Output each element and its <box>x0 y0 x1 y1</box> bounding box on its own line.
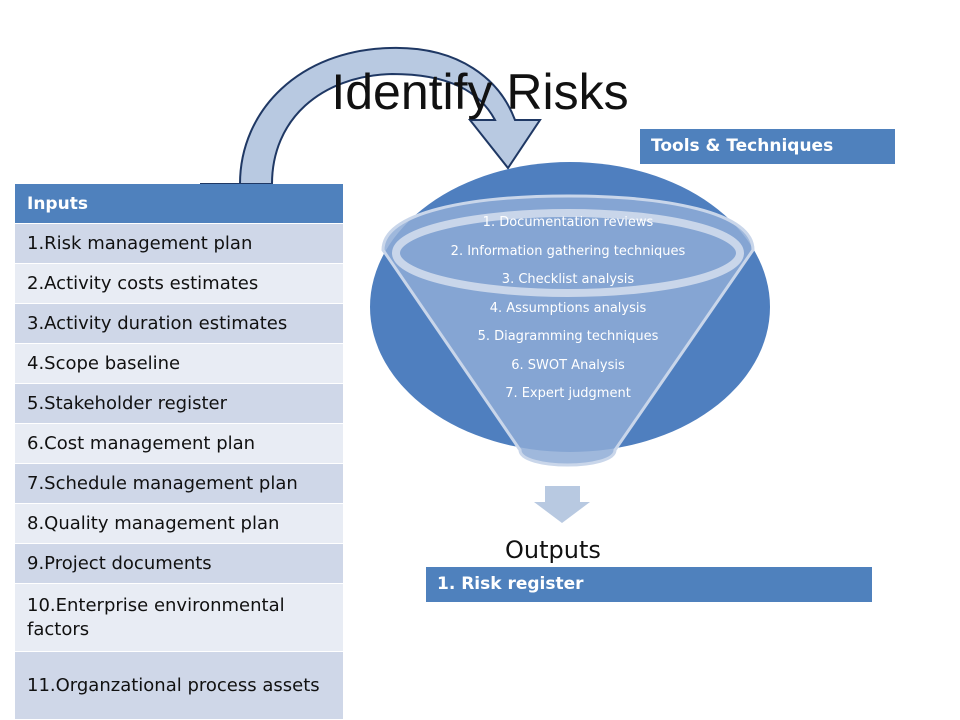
outputs-label: Outputs <box>505 536 601 564</box>
tools-header: Tools & Techniques <box>640 129 895 164</box>
input-item: 2.Activity costs estimates <box>15 263 343 304</box>
inputs-table: Inputs 1.Risk management plan 2.Activity… <box>15 184 343 720</box>
techniques-list: 1. Documentation reviews 2. Information … <box>378 209 758 409</box>
input-item: 8.Quality management plan <box>15 503 343 544</box>
input-row: 4.Scope baseline <box>15 343 343 384</box>
input-row: 11.Organzational process assets <box>15 651 343 720</box>
input-row: 1.Risk management plan <box>15 223 343 264</box>
technique-item: 6. SWOT Analysis <box>511 357 625 373</box>
technique-item: 1. Documentation reviews <box>482 215 654 230</box>
input-row: 2.Activity costs estimates <box>15 263 343 304</box>
output-item: 1. Risk register <box>426 567 872 602</box>
page-title: Identify Risks <box>331 64 629 120</box>
input-row: 10.Enterprise environmental factors <box>15 583 343 652</box>
input-item: 11.Organzational process assets <box>15 651 343 720</box>
input-row: 8.Quality management plan <box>15 503 343 544</box>
input-row: 6.Cost management plan <box>15 423 343 464</box>
input-item: 9.Project documents <box>15 543 343 584</box>
input-row: 5.Stakeholder register <box>15 383 343 424</box>
input-row: 9.Project documents <box>15 543 343 584</box>
technique-item: 7. Expert judgment <box>505 386 631 401</box>
input-row: 3.Activity duration estimates <box>15 303 343 344</box>
funnel-shape <box>381 194 755 467</box>
technique-item: 5. Diagramming techniques <box>477 329 659 344</box>
inputs-header: Inputs <box>15 184 343 224</box>
technique-item: 2. Information gathering techniques <box>450 243 686 259</box>
curved-arrow <box>200 46 542 185</box>
technique-item: 4. Assumptions analysis <box>489 300 647 316</box>
input-item: 4.Scope baseline <box>15 343 343 384</box>
input-row: 7.Schedule management plan <box>15 463 343 504</box>
down-arrow-icon <box>534 486 590 523</box>
input-item: 7.Schedule management plan <box>15 463 343 504</box>
input-item: 3.Activity duration estimates <box>15 303 343 344</box>
input-item: 6.Cost management plan <box>15 423 343 464</box>
input-item: 1.Risk management plan <box>15 223 343 264</box>
technique-item: 3. Checklist analysis <box>501 272 635 287</box>
funnel-rim <box>392 209 744 297</box>
inputs-header-row: Inputs <box>15 184 343 224</box>
input-item: 10.Enterprise environmental factors <box>15 583 343 652</box>
input-item: 5.Stakeholder register <box>15 383 343 424</box>
